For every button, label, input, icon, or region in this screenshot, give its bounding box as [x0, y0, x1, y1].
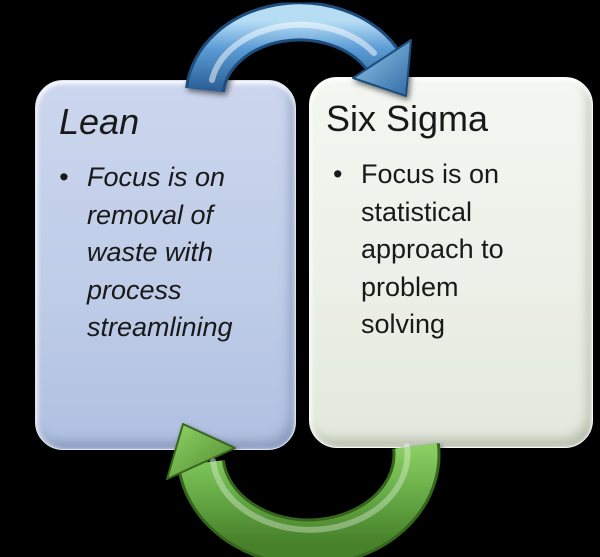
- panel-six-sigma-bullet-text: Focus is on statistical approach to prob…: [361, 159, 504, 339]
- bullet-marker: •: [59, 162, 69, 192]
- top-arrow-gloss: [209, 21, 377, 83]
- bullet-marker: •: [333, 159, 343, 189]
- bottom-arrow-gloss: [210, 443, 411, 533]
- panel-six-sigma-title: Six Sigma: [326, 98, 489, 139]
- bottom-arrow-tube-edge: [177, 443, 441, 557]
- panel-lean-bullet-text: Focus is on removal of waste with proces…: [87, 162, 233, 342]
- panel-lean-title: Lean: [59, 101, 140, 142]
- panel-lean-bullet-item: • Focus is on removal of waste with proc…: [59, 159, 281, 347]
- panel-six-sigma-bullet-item: • Focus is on statistical approach to pr…: [333, 156, 580, 344]
- bottom-arrow-tube: [180, 443, 438, 557]
- panel-six-sigma: Six Sigma • Focus is on statistical appr…: [309, 77, 593, 448]
- panel-lean: Lean • Focus is on removal of waste with…: [35, 80, 296, 450]
